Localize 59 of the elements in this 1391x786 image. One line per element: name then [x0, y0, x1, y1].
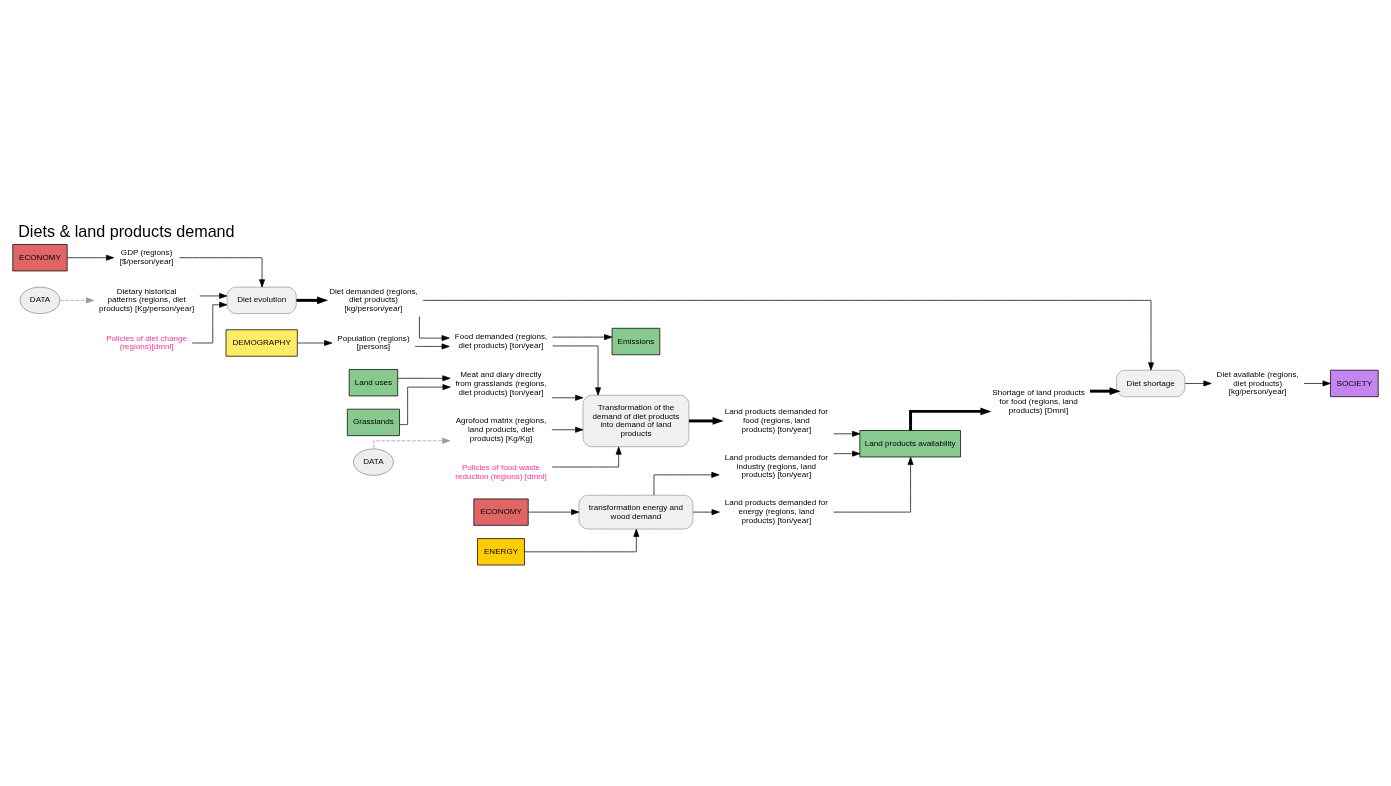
- arrow: [1184, 380, 1212, 387]
- node-text: Policies of diet change (regions)[dmnl]: [106, 333, 188, 352]
- arrow: [551, 426, 584, 433]
- arrow: [653, 471, 720, 496]
- arrow: [524, 528, 640, 553]
- node-text: Land products demanded for energy (regions, land products) [ton/year]: [724, 498, 829, 525]
- node-box: Transformation of the demand of diet products into demand of land products: [582, 394, 690, 448]
- node-box: ECONOMY: [12, 244, 68, 272]
- node-text: Diet available (regions, diet products) [kg/person/year]: [1216, 369, 1299, 397]
- node-box: transformation energy and wood demand: [578, 494, 694, 530]
- node-text: Food demanded (regions, diet products) [ton/year]: [454, 332, 548, 350]
- node-text: Land products demanded for food (regions, land products) [ton/year]: [724, 407, 829, 434]
- node-box: Diet evolution: [226, 286, 297, 314]
- diagram-title: Diets & land products demand: [18, 221, 235, 240]
- node-box: Land products availability: [859, 430, 961, 458]
- arrow: [179, 257, 265, 288]
- node-text: Policies of food waste reduction (regions) [dmnl]: [455, 463, 547, 481]
- arrow: [1303, 380, 1331, 387]
- arrow: [552, 345, 601, 396]
- node-box: Diet shortage: [1116, 369, 1186, 398]
- node-box: Land uses: [348, 369, 399, 397]
- node-text: GDP (regions) [$/person/year]: [119, 248, 174, 267]
- node-box: SOCIETY: [1330, 369, 1379, 398]
- arrow: [191, 301, 228, 344]
- arrow: [397, 375, 451, 382]
- arrow: [551, 446, 622, 468]
- node-ellipse: DATA: [353, 448, 394, 476]
- arrow: [833, 430, 861, 437]
- node-box: ENERGY: [477, 538, 525, 566]
- node-text: Land products demanded for industry (regions, land products) [ton/year]: [724, 452, 829, 480]
- arrow: [59, 297, 94, 304]
- node-ellipse: DATA: [19, 286, 61, 314]
- arrow: [296, 296, 329, 305]
- node-text: Agrofood matrix (regions, land products, diet products) [Kg/Kg]: [455, 416, 547, 443]
- arrow: [422, 300, 1154, 371]
- node-text: Shortage of land products for food (regions, land products) [Dmnl]: [992, 388, 1085, 415]
- arrow: [67, 254, 115, 261]
- arrow: [527, 509, 580, 516]
- node-text: Population (regions) [persons]: [337, 333, 410, 352]
- node-box: DEMOGRAPHY: [225, 329, 298, 357]
- arrow: [414, 343, 450, 350]
- arrow: [373, 437, 451, 450]
- node-box: Grasslands: [346, 408, 400, 436]
- node-text: Dietary historical patterns (regions, diet products) [Kg/person/year]: [99, 286, 195, 314]
- node-box: Emissions: [611, 327, 661, 356]
- arrow: [1090, 387, 1121, 396]
- node-box: ECONOMY: [473, 498, 529, 526]
- node-text: Meat and diary directly from grasslands (regions, diet products) [ton/year]: [455, 370, 547, 398]
- node-text: Diet demanded (regions, diet products) [kg/person/year]: [329, 286, 418, 314]
- arrow: [419, 316, 450, 342]
- arrow: [552, 334, 613, 341]
- arrow: [833, 456, 914, 513]
- arrow: [199, 293, 228, 299]
- arrow: [399, 384, 451, 425]
- arrow: [833, 450, 861, 457]
- arrow: [551, 394, 584, 401]
- arrow: [689, 417, 724, 425]
- arrow: [692, 509, 720, 516]
- arrow: [297, 340, 333, 346]
